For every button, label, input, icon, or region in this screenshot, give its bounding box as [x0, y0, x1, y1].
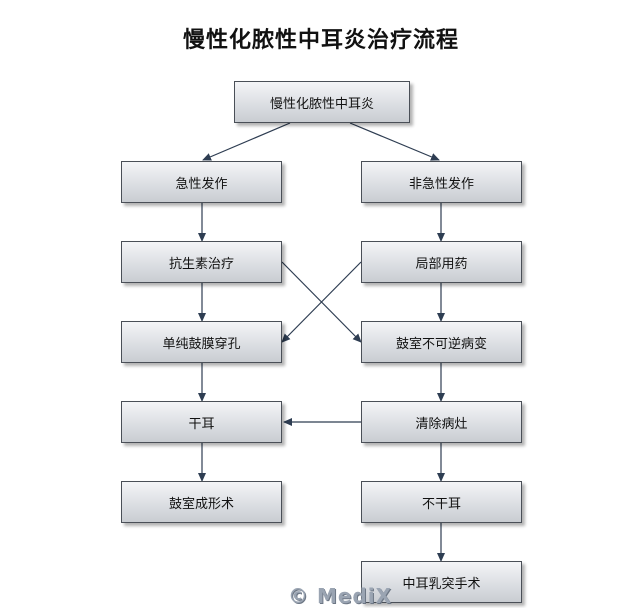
edge-root-nonacute — [349, 122, 440, 161]
node-antibiotic-treatment: 抗生素治疗 — [121, 241, 282, 283]
node-not-dry-ear: 不干耳 — [361, 481, 522, 523]
edge-localdrug-perforation — [281, 261, 362, 343]
node-tympanoplasty: 鼓室成形术 — [121, 481, 282, 523]
node-simple-tympanic-perforation: 单纯鼓膜穿孔 — [121, 321, 282, 363]
node-middle-ear-mastoid-surgery: 中耳乳突手术 — [361, 561, 522, 603]
diagram-title: 慢性化脓性中耳炎治疗流程 — [182, 27, 459, 53]
node-non-acute-attack: 非急性发作 — [361, 161, 522, 203]
node-clear-lesion: 清除病灶 — [361, 401, 522, 443]
node-irreversible-tympanic-lesion: 鼓室不可逆病变 — [361, 321, 522, 363]
node-acute-attack: 急性发作 — [121, 161, 282, 203]
node-chronic-suppurative-otitis-media: 慢性化脓性中耳炎 — [234, 81, 410, 123]
node-dry-ear: 干耳 — [121, 401, 282, 443]
watermark: © MediX — [288, 584, 393, 608]
edge-root-acute — [202, 122, 291, 161]
node-local-medication: 局部用药 — [361, 241, 522, 283]
